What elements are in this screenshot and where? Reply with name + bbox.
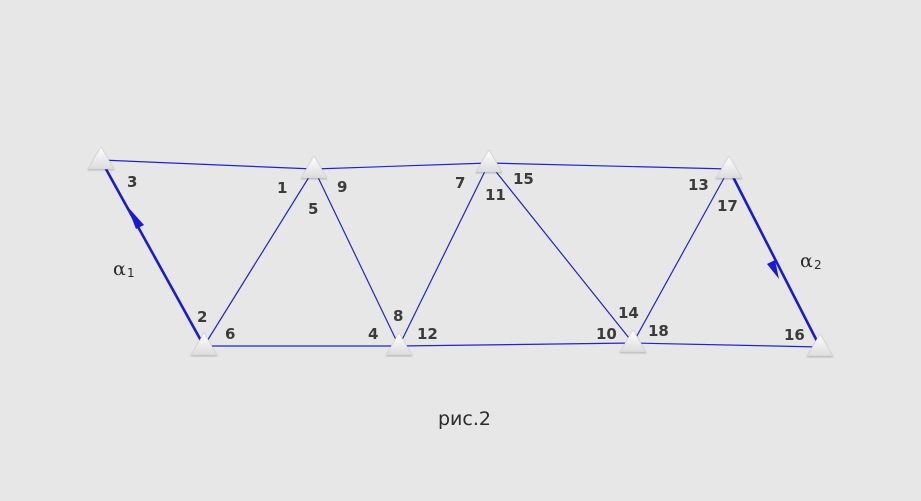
load-member-left — [99, 159, 206, 347]
member-bottom-2 — [398, 342, 634, 347]
label-10: 10 — [596, 325, 617, 343]
member-diagonal-3 — [398, 162, 490, 347]
member-top-2 — [313, 162, 490, 170]
triangle-icon — [619, 329, 647, 353]
member-diagonal-1 — [203, 168, 315, 347]
triangle-icon — [190, 332, 218, 356]
label-5: 5 — [308, 200, 318, 218]
triangle-icon — [87, 146, 115, 170]
alpha1-symbol: α — [113, 258, 126, 280]
figure-caption: рис.2 — [438, 408, 491, 430]
load-labels: α 1 α 2 — [113, 250, 822, 280]
label-12: 12 — [417, 325, 438, 343]
member-bottom-3 — [632, 342, 821, 348]
label-15: 15 — [513, 170, 534, 188]
label-18: 18 — [648, 322, 669, 340]
label-11: 11 — [485, 186, 506, 204]
label-2: 2 — [197, 308, 207, 326]
arrowhead-icon — [127, 206, 144, 229]
alpha2-symbol: α — [800, 250, 813, 272]
label-6: 6 — [225, 325, 235, 343]
truss-members — [100, 159, 821, 348]
label-8: 8 — [393, 307, 403, 325]
label-7: 7 — [455, 174, 465, 192]
member-end-numbers: 1 2 3 4 5 6 7 8 9 10 11 12 13 14 15 16 1… — [127, 170, 805, 344]
label-13: 13 — [688, 176, 709, 194]
label-1: 1 — [277, 179, 287, 197]
triangle-icon — [475, 149, 503, 173]
label-16: 16 — [784, 326, 805, 344]
label-17: 17 — [717, 197, 738, 215]
alpha1-subscript: 1 — [127, 266, 135, 280]
member-diagonal-4 — [488, 162, 634, 344]
triangle-icon — [385, 332, 413, 356]
label-4: 4 — [368, 325, 378, 343]
member-diagonal-5 — [632, 168, 730, 344]
label-14: 14 — [618, 304, 639, 322]
arrowhead-icon — [767, 260, 779, 279]
triangle-icon — [806, 333, 834, 357]
node-markers — [87, 146, 834, 357]
label-3: 3 — [127, 173, 137, 191]
alpha2-subscript: 2 — [814, 258, 822, 272]
member-top-3 — [488, 162, 730, 170]
label-9: 9 — [337, 178, 347, 196]
load-members — [99, 159, 822, 348]
triangle-icon — [715, 155, 743, 179]
load-member-right — [727, 168, 822, 348]
member-top-1 — [100, 159, 315, 170]
member-diagonal-2 — [313, 168, 400, 347]
triangle-icon — [300, 155, 328, 179]
